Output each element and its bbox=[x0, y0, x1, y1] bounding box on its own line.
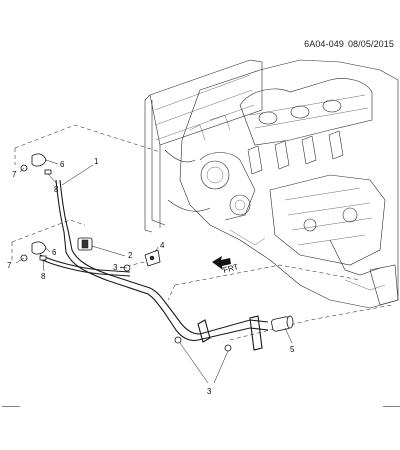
callout-6-lower: 6 bbox=[52, 248, 57, 257]
direction-arrow-icon bbox=[212, 256, 231, 270]
bracket-part-4 bbox=[144, 249, 161, 267]
callout-6-upper: 6 bbox=[60, 160, 65, 169]
callout-1: 1 bbox=[94, 157, 99, 166]
callout-labels: 1 2 3 4 5 6 6 7 7 8 8 3 bbox=[7, 157, 295, 396]
callout-2: 2 bbox=[128, 251, 133, 260]
callout-4: 4 bbox=[160, 241, 165, 250]
bolt-part-3-lower-b bbox=[224, 344, 232, 352]
fitting-part-5 bbox=[271, 315, 294, 332]
cooler-pipe-assembly bbox=[39, 179, 269, 351]
clip-part-6-lower bbox=[31, 241, 47, 255]
bolt-part-8-lower bbox=[39, 255, 47, 261]
callout-8-upper: 8 bbox=[54, 185, 59, 194]
callout-7-lower: 7 bbox=[7, 261, 12, 270]
callout-5: 5 bbox=[290, 345, 295, 354]
footer-right-mark: ____ bbox=[382, 398, 400, 407]
bolt-part-3-lower-a bbox=[174, 336, 182, 344]
clip-part-6-upper bbox=[31, 153, 47, 167]
callout-7-upper: 7 bbox=[12, 170, 17, 179]
engine-assembly-illustration bbox=[144, 59, 399, 309]
diagram-date: 08/05/2015 bbox=[347, 39, 394, 49]
direction-label: FRT bbox=[222, 262, 239, 275]
leader-lines bbox=[15, 159, 293, 384]
diagram-code: 6A04-049 bbox=[304, 39, 344, 49]
footer-left-mark: ____ bbox=[1, 398, 20, 407]
bolt-part-8-upper bbox=[44, 169, 52, 175]
reference-lines bbox=[11, 124, 393, 341]
footer-marks: ____ ____ bbox=[1, 398, 400, 407]
callout-3-upper: 3 bbox=[113, 263, 118, 272]
front-direction-indicator: FRT bbox=[212, 256, 240, 275]
callout-3-lower: 3 bbox=[207, 387, 212, 396]
connector-part-2 bbox=[77, 237, 93, 251]
callout-8-lower: 8 bbox=[41, 272, 46, 281]
